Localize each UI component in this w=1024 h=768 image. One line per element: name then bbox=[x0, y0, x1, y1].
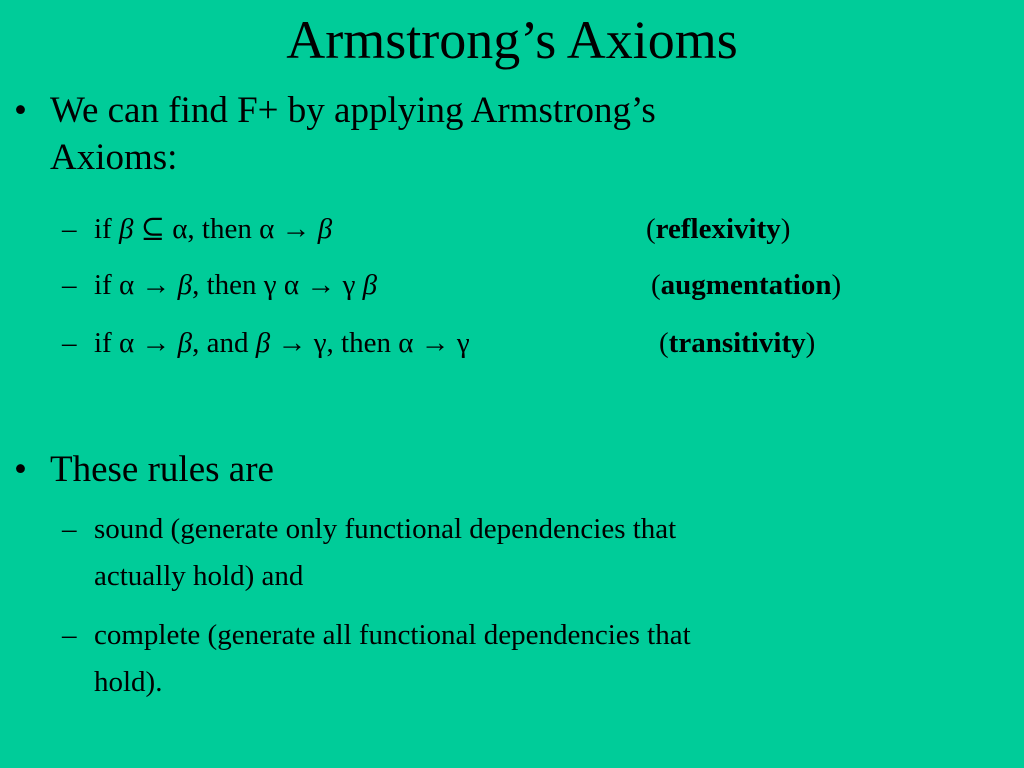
axiom-augmentation-label: (augmentation) bbox=[651, 269, 842, 301]
bullet-1-text-line2: Axioms: bbox=[50, 137, 178, 178]
axiom-augmentation-formula: if α → β, then γ α → γ β bbox=[94, 269, 378, 301]
bullet-1: • We can find F+ by applying Armstrong’s… bbox=[14, 89, 1004, 179]
sub-dash: – bbox=[62, 213, 77, 245]
axiom-transitivity-label: (transitivity) bbox=[659, 327, 816, 359]
rule-complete-line2: hold). bbox=[94, 666, 163, 698]
axiom-transitivity-formula: if α → β, and β → γ, then α → γ bbox=[94, 327, 470, 359]
axiom-reflexivity-label: (reflexivity) bbox=[646, 213, 791, 245]
sub-dash: – bbox=[62, 269, 77, 301]
rule-sound-line2: actually hold) and bbox=[94, 560, 304, 592]
sub-dash: – bbox=[62, 513, 77, 545]
bullet-2: • These rules are bbox=[14, 448, 1004, 493]
bullet-dot: • bbox=[14, 449, 27, 490]
axiom-reflexivity-formula: if β ⊆ α, then α → β bbox=[94, 213, 333, 245]
bullet-2-text: These rules are bbox=[50, 449, 274, 490]
bullet-dot: • bbox=[14, 90, 27, 131]
slide-title: Armstrong’s Axioms bbox=[286, 10, 738, 70]
bullet-1-text-line1: We can find F+ by applying Armstrong’s bbox=[50, 90, 656, 131]
sub-dash: – bbox=[62, 619, 77, 651]
rule-sound-line1: sound (generate only functional dependen… bbox=[94, 513, 677, 545]
sub-dash: – bbox=[62, 327, 77, 359]
rule-complete-line1: complete (generate all functional depend… bbox=[94, 619, 691, 651]
